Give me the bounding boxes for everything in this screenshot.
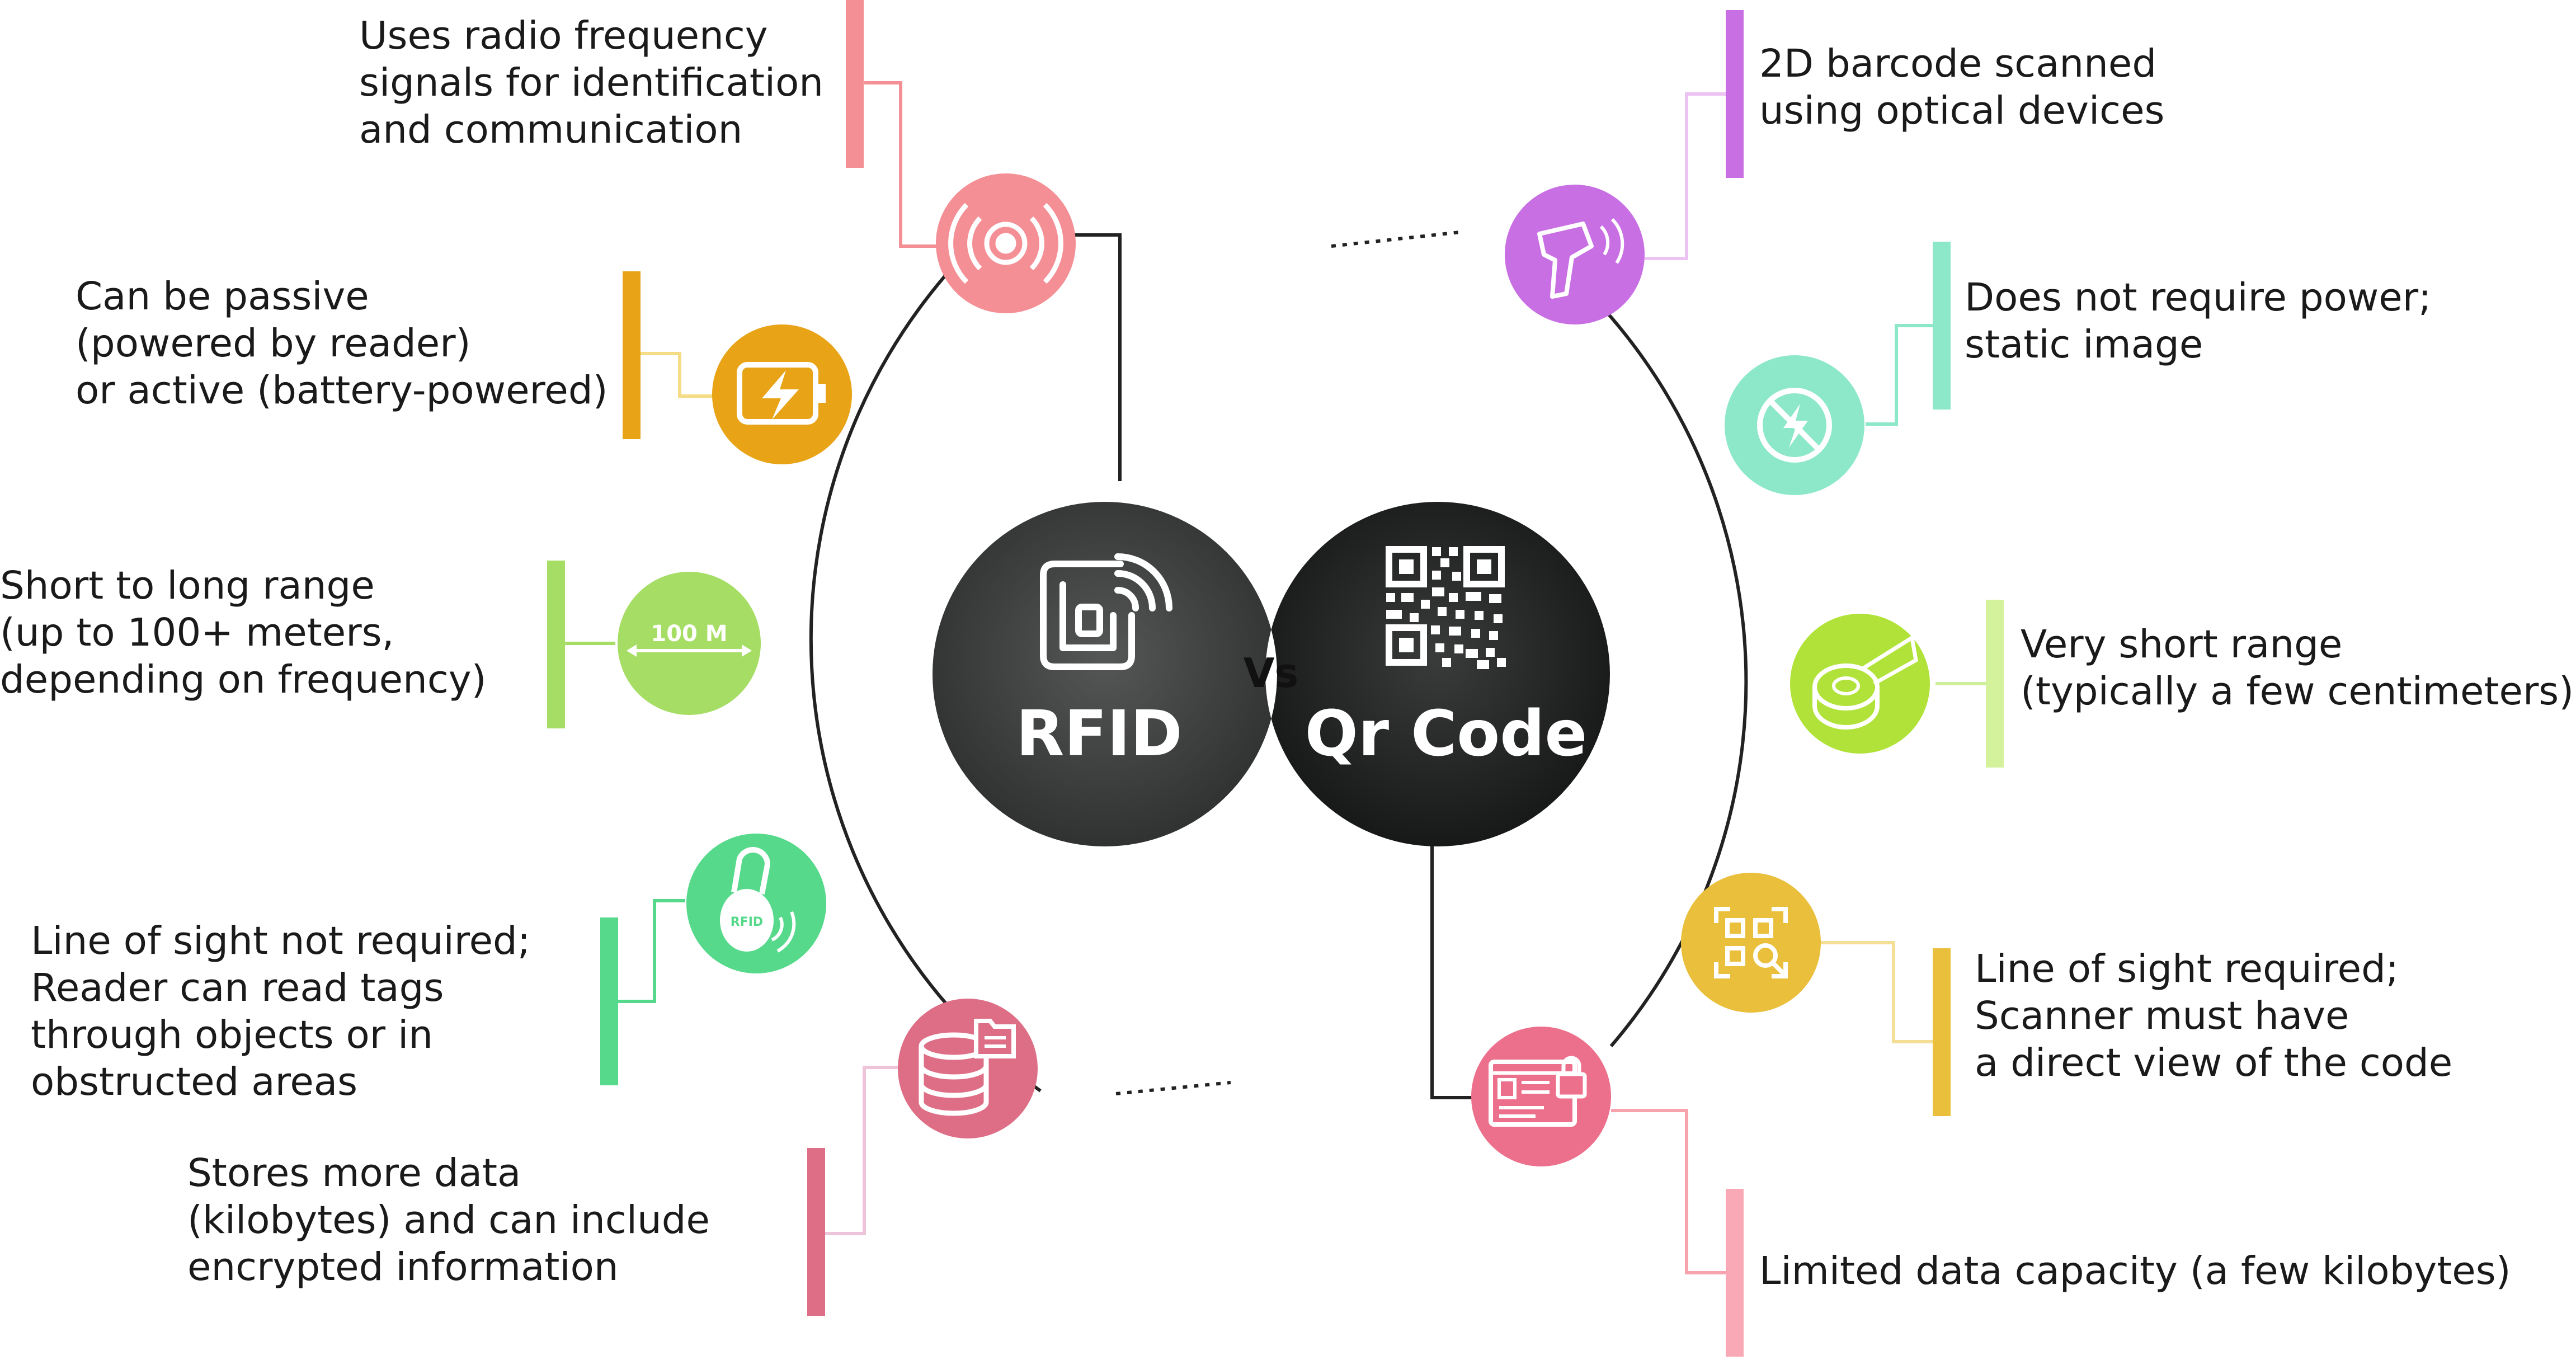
qr-point-3-line-1: Very short range <box>2021 622 2343 667</box>
connector-qrscan <box>1818 941 1933 1043</box>
rfid-point-3-line-2: (up to 100+ meters, <box>0 610 394 655</box>
accent-bar-tape <box>1986 600 2004 768</box>
measuring-tape-icon <box>1790 614 1930 754</box>
rfid-point-2-line-3: or active (battery-powered) <box>76 368 608 413</box>
connector-radio <box>864 81 940 248</box>
rfid-point-4: Line of sight not required; Reader can r… <box>31 917 530 1105</box>
rfid-point-1-line-2: signals for identification <box>359 60 824 105</box>
accent-bar-range <box>547 561 565 728</box>
connector-scanner <box>1645 92 1726 260</box>
rfid-point-1-line-1: Uses radio frequency <box>359 13 768 58</box>
barcode-scanner-icon <box>1505 185 1645 324</box>
qr-point-5-line-1: Limited data capacity (a few kilobytes) <box>1759 1249 2511 1293</box>
rfid-point-3: Short to long range (up to 100+ meters, … <box>0 562 487 703</box>
rfid-point-5-line-2: (kilobytes) and can include <box>187 1198 710 1243</box>
qr-point-4-line-1: Line of sight required; <box>1975 947 2399 991</box>
rfid-point-2: Can be passive (powered by reader) or ac… <box>76 273 608 414</box>
qr-title: Qr Code <box>1305 698 1588 770</box>
qr-point-1-line-1: 2D barcode scanned <box>1759 41 2157 86</box>
connector-tag <box>618 899 685 1003</box>
qr-code-icon <box>1386 546 1506 669</box>
accent-bar-radio <box>846 0 864 168</box>
rfid-title: RFID <box>1016 698 1182 770</box>
accent-bar-scanner <box>1726 10 1744 178</box>
qr-point-1: 2D barcode scanned using optical devices <box>1759 40 2164 134</box>
accent-bar-capacity <box>1726 1189 1744 1357</box>
qr-point-5: Limited data capacity (a few kilobytes) <box>1759 1248 2511 1295</box>
battery-icon <box>712 324 852 464</box>
range-100m-icon: 100 M <box>618 572 761 715</box>
qr-point-3: Very short range (typically a few centim… <box>2021 621 2574 715</box>
qr-point-2-line-1: Does not require power; <box>1965 275 2432 320</box>
accent-bar-battery <box>623 271 641 439</box>
rfid-tag-icon: RFID <box>686 834 826 973</box>
rfid-point-4-line-2: Reader can read tags <box>31 966 444 1010</box>
qr-point-4: Line of sight required; Scanner must hav… <box>1975 945 2452 1086</box>
connector-battery <box>641 352 716 398</box>
qr-point-1-line-2: using optical devices <box>1759 88 2165 133</box>
qr-point-3-line-2: (typically a few centimeters) <box>2021 669 2574 714</box>
rfid-point-5-line-1: Stores more data <box>187 1151 521 1196</box>
no-power-icon <box>1725 355 1864 495</box>
rfid-point-5: Stores more data (kilobytes) and can inc… <box>187 1150 710 1291</box>
rfid-point-4-line-4: obstructed areas <box>31 1060 358 1104</box>
connector-capacity <box>1611 1109 1726 1274</box>
rfid-point-1: Uses radio frequency signals for identif… <box>359 12 823 153</box>
rfid-point-5-line-3: encrypted information <box>187 1245 619 1290</box>
data-lock-icon <box>1471 1027 1611 1166</box>
rfid-chip-icon <box>1040 553 1172 670</box>
qr-point-4-line-2: Scanner must have <box>1975 994 2349 1038</box>
qr-point-2-line-2: static image <box>1965 322 2203 367</box>
qr-point-2: Does not require power; static image <box>1965 274 2431 368</box>
rfid-center-circle <box>933 502 1277 846</box>
rfid-point-3-line-1: Short to long range <box>0 563 375 608</box>
accent-bar-tag <box>600 917 618 1085</box>
qr-scan-icon <box>1681 873 1821 1013</box>
accent-bar-storage <box>807 1148 825 1316</box>
rfid-point-4-line-1: Line of sight not required; <box>31 919 531 963</box>
database-icon <box>898 999 1038 1138</box>
rfid-point-3-line-3: depending on frequency) <box>0 657 487 702</box>
badge-100m: 100 M <box>651 621 727 647</box>
rfid-arc-dots <box>1115 1081 1231 1095</box>
rfid-arc <box>809 222 1042 1093</box>
accent-bar-qrscan <box>1933 948 1951 1116</box>
accent-bar-nopower <box>1933 242 1951 410</box>
connector-storage <box>825 1066 898 1235</box>
rfid-point-1-line-3: and communication <box>359 107 743 152</box>
qr-arc-dots <box>1331 230 1461 248</box>
rfid-tag-label: RFID <box>731 915 763 929</box>
vs-text: Vs <box>1244 650 1299 697</box>
rfid-point-2-line-2: (powered by reader) <box>76 321 471 366</box>
rfid-point-4-line-3: through objects or in <box>31 1013 433 1057</box>
connector-nopower <box>1866 324 1933 426</box>
radio-signal-icon <box>936 173 1076 313</box>
qr-point-4-line-3: a direct view of the code <box>1975 1041 2453 1085</box>
rfid-center-connector <box>1057 233 1122 481</box>
rfid-point-2-line-1: Can be passive <box>76 274 369 319</box>
qr-center-circle <box>1265 502 1610 846</box>
